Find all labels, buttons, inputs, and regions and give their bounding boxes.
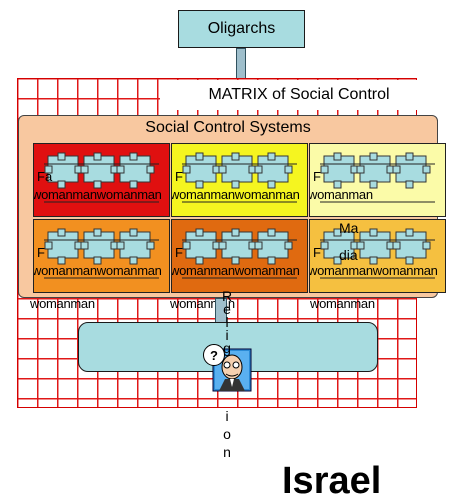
panel-title: Social Control Systems <box>145 119 311 136</box>
family-label: F <box>175 245 183 260</box>
religion-char: i <box>225 327 229 343</box>
woman-man-label: womanmanwomanman <box>33 187 162 202</box>
oligarchs-label: Oligarchs <box>207 20 276 37</box>
person-icon <box>205 345 255 395</box>
woman-man-label: womanmanwomanman <box>171 187 300 202</box>
family-network-icon <box>44 228 159 279</box>
bottom-label-3: womanman <box>310 296 375 311</box>
religion-char: i <box>225 408 229 424</box>
media-label-ma: Ma <box>339 220 359 236</box>
woman-man-label: womanmanwomanman <box>309 263 438 278</box>
family-label: Fa <box>37 169 53 184</box>
religion-char: R <box>221 288 233 304</box>
religion-char: n <box>223 444 231 460</box>
family-label: F <box>313 245 321 260</box>
question-bubble: ? <box>203 344 225 366</box>
media-label-dia: dia <box>339 247 358 263</box>
family-label: F <box>313 169 321 184</box>
family-network-icon <box>182 152 297 203</box>
religion-char: l <box>225 314 229 330</box>
oligarchs-box: Oligarchs <box>178 10 305 48</box>
religion-char: g <box>223 340 231 356</box>
bottom-label-1: womanman <box>30 296 95 311</box>
religion-char: o <box>223 426 231 442</box>
woman-man-label: womanmanwomanman <box>33 263 162 278</box>
israel-label: Israel <box>282 460 382 502</box>
matrix-title: MATRIX of Social Control <box>160 80 438 110</box>
family-network-icon <box>182 228 297 279</box>
family-network-icon <box>320 228 435 279</box>
family-label: F <box>37 245 45 260</box>
woman-man-label: womanmanwomanman <box>171 263 300 278</box>
connector-top <box>236 48 246 80</box>
family-label: F <box>175 169 183 184</box>
family-cell: Fa womanmanwomanman <box>33 143 170 217</box>
woman-man-label: womanman <box>309 187 373 202</box>
family-network-icon <box>320 152 435 203</box>
family-network-icon <box>44 152 159 203</box>
religion-char: e <box>223 301 231 317</box>
